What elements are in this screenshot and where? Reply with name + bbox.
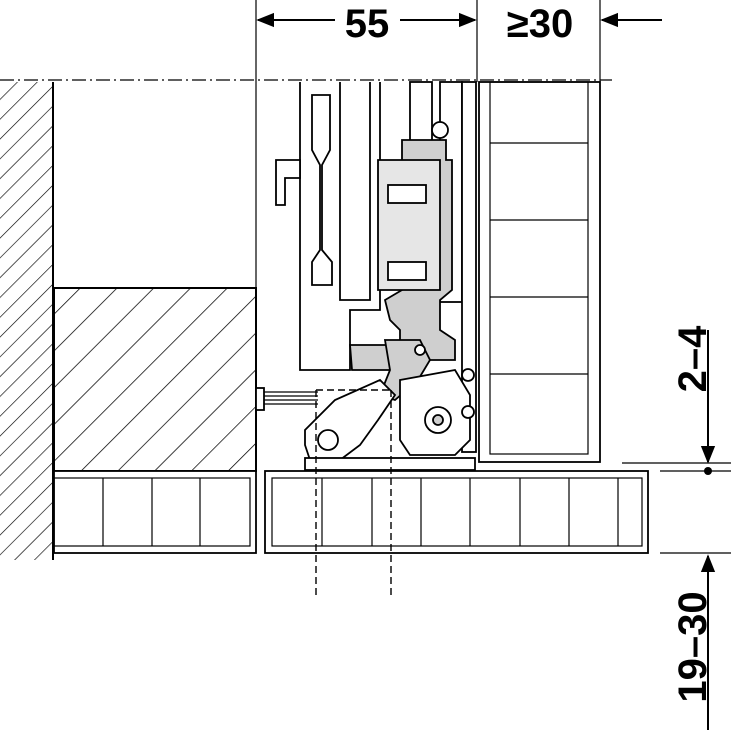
thickness-dimension: 19–30 (660, 552, 731, 730)
brush-seal (255, 387, 318, 411)
cabinet-side-panel (53, 287, 257, 472)
dimension-55-label: 55 (345, 2, 390, 46)
left-bracket (275, 159, 301, 206)
mounting-plate (377, 121, 456, 361)
dimension-19-30-label: 19–30 (671, 591, 715, 702)
right-vertical-panel (478, 81, 601, 463)
door-panel (264, 470, 649, 554)
dimension-2-4-label: 2–4 (671, 325, 715, 392)
hinge-base (304, 457, 476, 471)
left-bottom-board (53, 470, 257, 554)
hinge-arms (304, 339, 475, 461)
rail-profile (299, 81, 477, 453)
drilling-axis-lines (315, 389, 392, 595)
dimension-gap-label: ≥30 (507, 2, 573, 46)
top-dimension: 55 ≥30 (255, 0, 662, 82)
side-gap-dimension: 2–4 (622, 325, 731, 475)
wall-section (0, 82, 54, 560)
